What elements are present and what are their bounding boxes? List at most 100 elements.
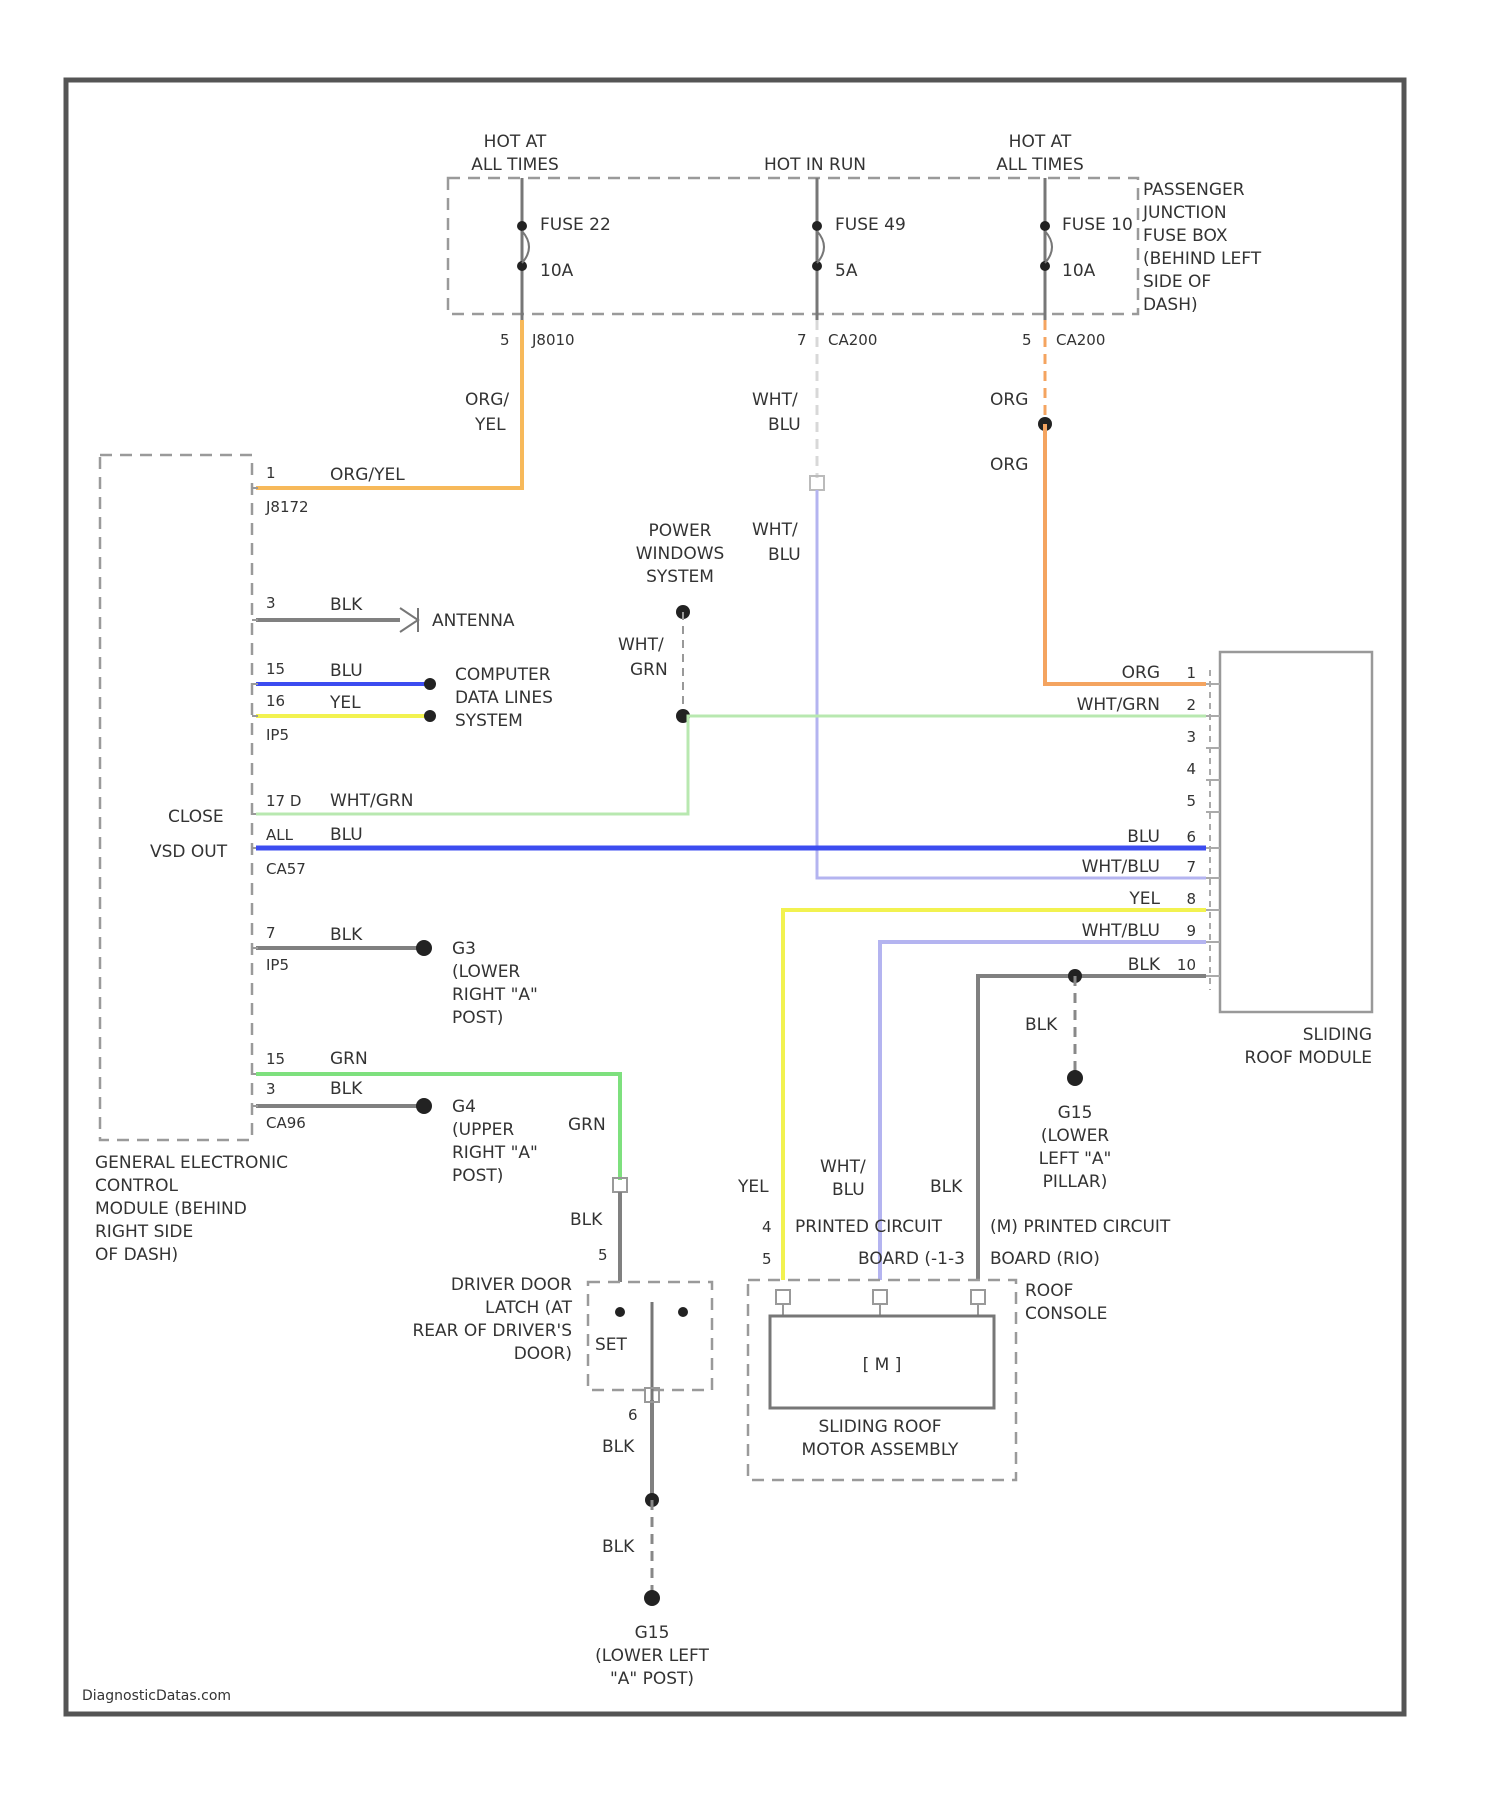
fuse-box-label-5: SIDE OF [1143, 272, 1211, 292]
fuse-22-pin: 5 [500, 331, 510, 349]
gecm-label-2: CONTROL [95, 1176, 179, 1196]
hot-in-run: HOT IN RUN [764, 155, 866, 175]
pcb1b-label: BOARD (-1-3 [858, 1249, 965, 1269]
gecm-label-4: RIGHT SIDE [95, 1222, 193, 1242]
srm-pin-1: 1 [1186, 664, 1196, 682]
diagram-frame [66, 80, 1404, 1714]
fuse-box-label-4: (BEHIND LEFT [1143, 249, 1262, 269]
wire-wht-blu-motor-b: BLU [832, 1180, 865, 1200]
wire-blk-g15-right: BLK [1025, 1015, 1058, 1035]
wire-blk-antenna: BLK [330, 595, 363, 615]
gecm-pin-3-g4: 3 [266, 1080, 276, 1098]
srm-pin-2: 2 [1186, 696, 1196, 714]
power-windows-2: WINDOWS [636, 544, 725, 564]
wire-grn-label: GRN [330, 1049, 368, 1069]
ground-g3-1: G3 [452, 939, 476, 959]
fuse-22-name: FUSE 22 [540, 215, 611, 235]
ground-g4-1: G4 [452, 1097, 476, 1117]
wire-wht-grn-close: WHT/GRN [330, 791, 413, 811]
fuse-10: FUSE 10 10A 5 CA200 [1022, 178, 1133, 349]
hot-at-all-times-right-2: ALL TIMES [996, 155, 1084, 175]
wire-org-yel: ORG/ YEL ORG/YEL [256, 320, 522, 488]
wire-wht-grn-pw-a: WHT/ [618, 635, 664, 655]
hot-at-all-times-left-1: HOT AT [484, 132, 547, 152]
srm-wire-8: YEL [1128, 889, 1160, 909]
gecm-pin-17d: 17 D [266, 792, 301, 810]
pcb2b-label: BOARD (RIO) [990, 1249, 1100, 1269]
fuse-49-pin: 7 [797, 331, 807, 349]
fuse-box-label-1: PASSENGER [1143, 180, 1245, 200]
roof-console-2: CONSOLE [1025, 1304, 1107, 1324]
fuse-10-pin: 5 [1022, 331, 1032, 349]
fuse-10-name: FUSE 10 [1062, 215, 1133, 235]
wire-org-yel-label-h: ORG/YEL [330, 465, 405, 485]
fuse-10-conn: CA200 [1056, 331, 1105, 349]
srm-pin-8: 8 [1186, 890, 1196, 908]
g15-bottom-1: G15 [635, 1623, 670, 1643]
latch-label-1: DRIVER DOOR [451, 1275, 572, 1295]
gecm-conn-ip5: IP5 [266, 726, 289, 744]
gecm-pin-7: 7 [266, 924, 276, 942]
wire-org-label-a: ORG [990, 390, 1028, 410]
fuse-49-rating: 5A [835, 261, 858, 281]
footer-watermark: DiagnosticDatas.com [82, 1688, 231, 1704]
general-electronic-control-module: GENERAL ELECTRONIC CONTROL MODULE (BEHIN… [95, 455, 553, 1265]
g15-bottom-3: "A" POST) [610, 1669, 694, 1689]
hot-at-all-times-right-1: HOT AT [1009, 132, 1072, 152]
ground-g15-right: BLK G15 (LOWER LEFT "A" PILLAR) [1025, 969, 1111, 1192]
wire-wht-blu-label-a: WHT/ [752, 390, 798, 410]
srm-wire-7: WHT/BLU [1082, 857, 1160, 877]
power-windows-1: POWER [649, 521, 712, 541]
cdl-label-2: DATA LINES [455, 688, 553, 708]
ground-g3-3: RIGHT "A" [452, 985, 538, 1005]
gecm-conn-ca96: CA96 [266, 1114, 306, 1132]
wire-wht-grn-pw-b: GRN [630, 660, 668, 680]
wire-blk-g4: BLK [330, 1079, 363, 1099]
ground-g3-4: POST) [452, 1008, 503, 1028]
srm-wire-2: WHT/GRN [1077, 695, 1160, 715]
motor-label-1: SLIDING ROOF [818, 1417, 941, 1437]
gecm-pin-15: 15 [266, 660, 285, 678]
pcb1-label: PRINTED CIRCUIT [795, 1217, 943, 1237]
fuse-22-conn: J8010 [531, 331, 575, 349]
srm-label-2: ROOF MODULE [1244, 1048, 1372, 1068]
gecm-pin-15-grn: 15 [266, 1050, 285, 1068]
fuse-box-label-6: DASH) [1143, 295, 1198, 315]
roof-console-1: ROOF [1025, 1281, 1073, 1301]
latch-label-2: LATCH (AT [485, 1298, 573, 1318]
latch-label-4: DOOR) [514, 1344, 572, 1364]
srm-pin-6: 6 [1186, 828, 1196, 846]
gecm-label-1: GENERAL ELECTRONIC [95, 1153, 288, 1173]
ground-g4-2: (UPPER [452, 1120, 514, 1140]
srm-pin-9: 9 [1186, 922, 1196, 940]
sliding-roof-motor-assembly: YEL WHT/ BLU BLK 4 5 PRINTED CIRCUIT BOA… [737, 1157, 1171, 1480]
gecm-func-vsd-out: VSD OUT [150, 842, 228, 862]
srm-wire-6: BLU [1127, 827, 1160, 847]
wire-wht-blu-label-d: BLU [768, 545, 801, 565]
wire-blk-g3: BLK [330, 925, 363, 945]
motor-pin-b: 5 [762, 1250, 772, 1268]
wire-wht-blu-run: WHT/ BLU WHT/ BLU [752, 320, 1206, 878]
fuse-10-rating: 10A [1062, 261, 1096, 281]
g15-right-2: (LOWER [1041, 1126, 1109, 1146]
ground-g4-3: RIGHT "A" [452, 1143, 538, 1163]
ground-g3-2: (LOWER [452, 962, 520, 982]
pcb2-label: (M) PRINTED CIRCUIT [990, 1217, 1171, 1237]
motor-label-2: MOTOR ASSEMBLY [802, 1440, 960, 1460]
gecm-func-close: CLOSE [168, 807, 224, 827]
wire-wht-blu-motor-a: WHT/ [820, 1157, 866, 1177]
g15-bottom-2: (LOWER LEFT [595, 1646, 709, 1666]
gecm-conn-ca57: CA57 [266, 860, 306, 878]
latch-pin-top: 5 [598, 1246, 608, 1264]
wire-yel-cdl: YEL [329, 693, 361, 713]
gecm-pin-16: 16 [266, 692, 285, 710]
g15-right-3: LEFT "A" [1039, 1149, 1112, 1169]
power-windows-3: SYSTEM [646, 567, 714, 587]
srm-wire-1: ORG [1122, 663, 1160, 683]
wire-yel-motor-label: YEL [737, 1177, 769, 1197]
g15-right-1: G15 [1058, 1103, 1093, 1123]
cdl-label-1: COMPUTER [455, 665, 551, 685]
wire-org-yel-label-b: YEL [474, 415, 506, 435]
fuse-49-conn: CA200 [828, 331, 877, 349]
wire-org: ORG ORG [990, 320, 1206, 684]
